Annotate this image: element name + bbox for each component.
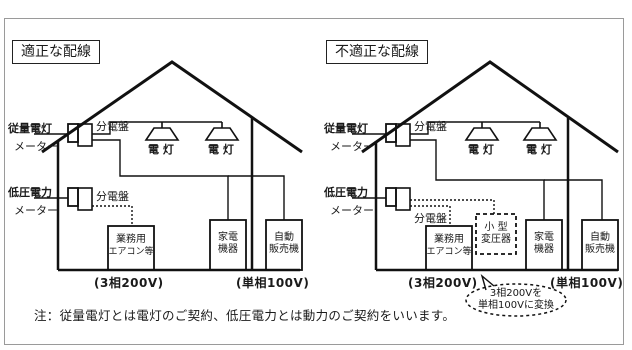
left-lamp-2 xyxy=(204,127,240,141)
right-meter-label-1: メーター xyxy=(330,140,374,153)
left-business-ac-label: 業務用 エアコン等 xyxy=(108,234,154,258)
right-title: 不適正な配線 xyxy=(326,40,428,64)
right-business-ac-label: 業務用 エアコン等 xyxy=(426,234,472,258)
right-appliance-line-1: 家電 xyxy=(534,232,554,243)
right-business-ac-box xyxy=(425,225,473,271)
right-lamp-2-label: 電 灯 xyxy=(526,143,552,156)
right-vending-label: 自動 販売機 xyxy=(582,232,618,256)
left-vending-line-1: 自動 xyxy=(274,232,294,243)
right-callout-bubble xyxy=(465,283,567,317)
right-appliance-box xyxy=(525,219,563,271)
left-business-ac-line-1: 業務用 xyxy=(116,234,146,245)
footnote: 注：従量電灯とは電灯のご契約、低圧電力とは動力のご契約をいいます。 xyxy=(34,308,456,323)
right-distribution-panel-2: 分電盤 xyxy=(414,212,447,225)
right-voltage-3phase: (3相200V) xyxy=(408,276,478,290)
right-vending-box xyxy=(581,219,619,271)
left-meter-lighting-label: 従量電灯 xyxy=(8,122,52,135)
left-distribution-panel-1: 分電盤 xyxy=(96,120,129,133)
right-transformer-box xyxy=(475,213,517,255)
right-transformer-line-2: 変圧器 xyxy=(481,234,511,245)
right-vending-line-1: 自動 xyxy=(590,232,610,243)
left-meter-label-2: メーター xyxy=(14,204,58,217)
right-callout-line-2: 単相100Vに変換 xyxy=(478,300,554,311)
left-title: 適正な配線 xyxy=(12,40,100,64)
left-voltage-single: (単相100V) xyxy=(236,276,310,290)
right-appliance-label: 家電 機器 xyxy=(526,232,562,256)
right-meter-2 xyxy=(385,187,397,207)
left-meter-power-label: 低圧電力 xyxy=(8,186,52,199)
right-lamp-1-label: 電 灯 xyxy=(468,143,494,156)
right-transformer-line-1: 小 型 xyxy=(484,222,508,233)
right-meter-power-label: 低圧電力 xyxy=(324,186,368,199)
right-voltage-single: (単相100V) xyxy=(550,276,624,290)
left-lamp-1 xyxy=(144,127,180,141)
left-meter-2 xyxy=(67,187,79,207)
right-house-outline xyxy=(361,60,619,154)
right-business-ac-line-2: エアコン等 xyxy=(426,247,472,257)
left-distribution-panel-2: 分電盤 xyxy=(96,190,129,203)
left-business-ac-line-2: エアコン等 xyxy=(108,247,154,257)
right-meter-lighting-label: 従量電灯 xyxy=(324,122,368,135)
right-vending-line-2: 販売機 xyxy=(585,244,615,255)
left-voltage-3phase: (3相200V) xyxy=(94,276,164,290)
left-appliance-box xyxy=(209,219,247,271)
left-house-outline xyxy=(41,60,303,154)
figure-frame xyxy=(4,18,624,345)
left-lamp-2-label: 電 灯 xyxy=(208,143,234,156)
right-transformer-label: 小 型 変圧器 xyxy=(476,222,516,246)
left-appliance-line-1: 家電 xyxy=(218,232,238,243)
right-meter-label-2: メーター xyxy=(330,204,374,217)
left-appliance-line-2: 機器 xyxy=(218,244,238,255)
right-business-ac-line-1: 業務用 xyxy=(434,234,464,245)
right-appliance-line-2: 機器 xyxy=(534,244,554,255)
left-lamp-1-label: 電 灯 xyxy=(148,143,174,156)
left-vending-line-2: 販売機 xyxy=(269,244,299,255)
left-appliance-label: 家電 機器 xyxy=(210,232,246,256)
left-vending-label: 自動 販売機 xyxy=(266,232,302,256)
right-lamp-2 xyxy=(522,127,558,141)
right-callout-text: 3相200Vを 単相100Vに変換 xyxy=(468,288,564,312)
right-lamp-1 xyxy=(464,127,500,141)
right-distribution-panel-1: 分電盤 xyxy=(414,120,447,133)
left-business-ac-box xyxy=(107,225,155,271)
left-meter-label-1: メーター xyxy=(14,140,58,153)
right-callout-line-1: 3相200Vを xyxy=(489,288,543,299)
left-vending-box xyxy=(265,219,303,271)
